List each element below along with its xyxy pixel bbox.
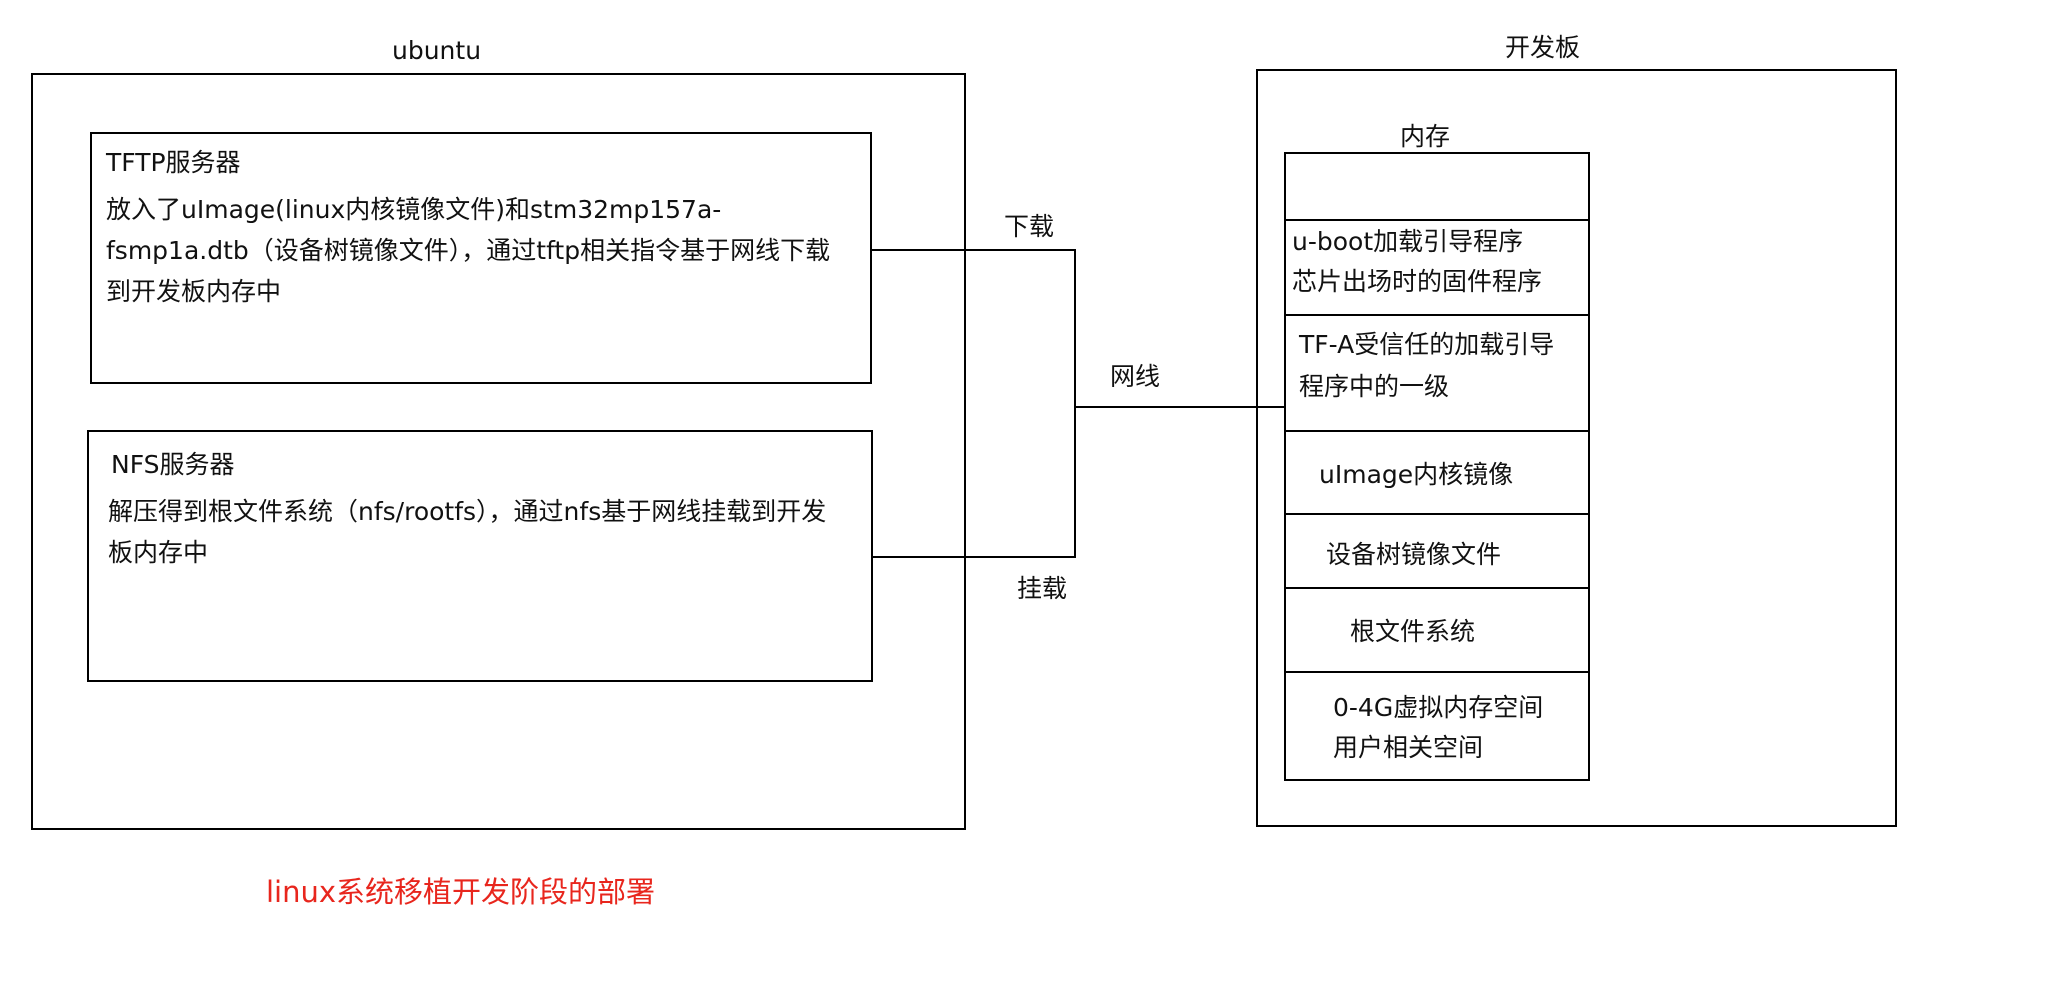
memory-cell-rootfs: 根文件系统 xyxy=(1286,587,1588,671)
download-label: 下载 xyxy=(1004,212,1055,241)
ubuntu-title: ubuntu xyxy=(392,36,482,65)
board-title: 开发板 xyxy=(1505,33,1581,62)
memory-cell-virtual-memory: 0-4G虚拟内存空间 用户相关空间 xyxy=(1286,671,1588,781)
tfa-line-1: TF-A受信任的加载引导 xyxy=(1299,330,1555,359)
memory-title: 内存 xyxy=(1400,122,1451,151)
rootfs-line: 根文件系统 xyxy=(1350,617,1476,646)
diagram-caption: linux系统移植开发阶段的部署 xyxy=(266,875,656,909)
ubuntu-box xyxy=(31,73,966,830)
memory-cell-device-tree: 设备树镜像文件 xyxy=(1286,513,1588,587)
device-tree-line: 设备树镜像文件 xyxy=(1326,540,1502,569)
virtual-memory-line-1: 0-4G虚拟内存空间 xyxy=(1333,693,1544,722)
nfs-desc-line-1: 解压得到根文件系统（nfs/rootfs），通过nfs基于网线挂载到开发 xyxy=(108,497,827,526)
virtual-memory-line-2: 用户相关空间 xyxy=(1333,733,1484,762)
tfa-line-2: 程序中的一级 xyxy=(1299,372,1450,401)
memory-cell-uimage: uImage内核镜像 xyxy=(1286,430,1588,513)
memory-stack: u-boot加载引导程序 芯片出场时的固件程序 TF-A受信任的加载引导 程序中… xyxy=(1284,152,1590,781)
tftp-server-box xyxy=(90,132,872,384)
nfs-desc-line-2: 板内存中 xyxy=(108,538,209,567)
network-cable-label: 网线 xyxy=(1110,362,1161,391)
nfs-server-description: 解压得到根文件系统（nfs/rootfs），通过nfs基于网线挂载到开发 板内存… xyxy=(108,491,868,573)
tftp-desc-line-1: 放入了uImage(linux内核镜像文件)和stm32mp157a- xyxy=(106,195,722,224)
uboot-line-2: 芯片出场时的固件程序 xyxy=(1292,267,1543,296)
uimage-line: uImage内核镜像 xyxy=(1319,460,1514,489)
uboot-line-1: u-boot加载引导程序 xyxy=(1292,227,1524,256)
tftp-server-description: 放入了uImage(linux内核镜像文件)和stm32mp157a- fsmp… xyxy=(106,189,866,312)
tftp-desc-line-3: 到开发板内存中 xyxy=(106,277,282,306)
tftp-server-title: TFTP服务器 xyxy=(106,148,241,177)
tftp-desc-line-2: fsmp1a.dtb（设备树镜像文件），通过tftp相关指令基于网线下载 xyxy=(106,236,831,265)
memory-cell-empty xyxy=(1286,154,1588,220)
mount-label: 挂载 xyxy=(1017,574,1068,603)
memory-cell-uboot: u-boot加载引导程序 芯片出场时的固件程序 xyxy=(1286,219,1588,314)
memory-cell-tfa: TF-A受信任的加载引导 程序中的一级 xyxy=(1286,314,1588,430)
nfs-server-box xyxy=(87,430,873,682)
board-box xyxy=(1256,69,1897,827)
nfs-server-title: NFS服务器 xyxy=(111,450,235,479)
